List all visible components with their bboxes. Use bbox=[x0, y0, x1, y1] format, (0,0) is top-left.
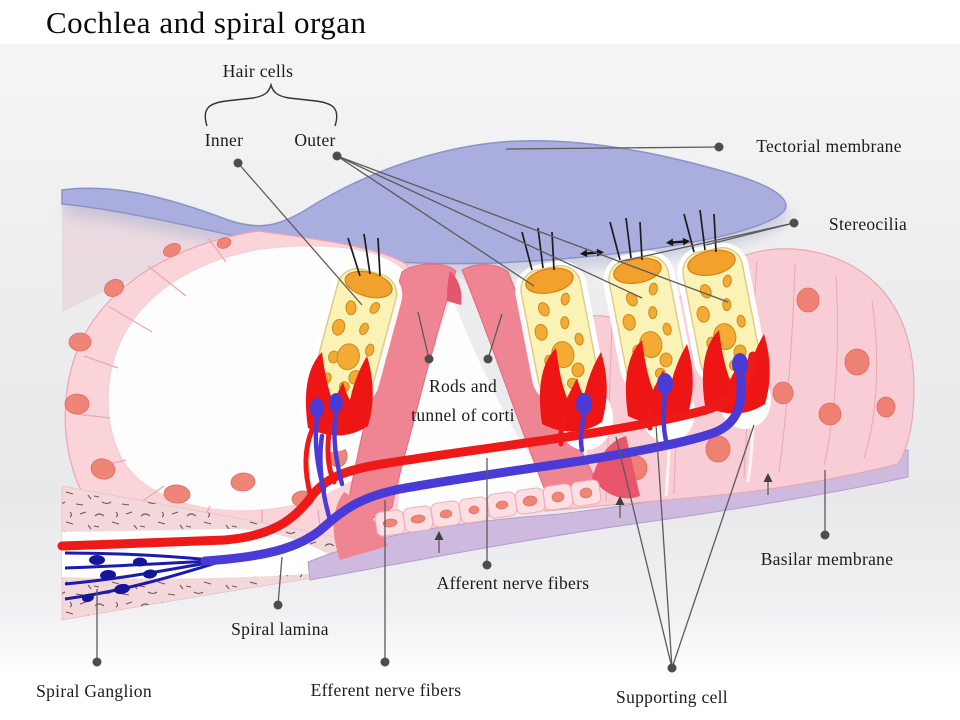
leader-spiral-lamina bbox=[277, 556, 283, 606]
label-rods-tunnel: Rods and tunnel of corti bbox=[411, 372, 515, 430]
label-spiral-ganglion: Spiral Ganglion bbox=[36, 681, 152, 701]
leader-rod-left bbox=[417, 311, 430, 360]
leader-outer-1 bbox=[336, 155, 535, 287]
spiral-ganglion-cells bbox=[64, 551, 217, 603]
arrow-heads bbox=[434, 473, 773, 540]
label-afferent-nerve-fibers: Afferent nerve fibers bbox=[436, 573, 590, 593]
label-inner: Inner bbox=[204, 130, 244, 150]
leader-outer-2 bbox=[336, 155, 643, 299]
leader-supporting-1 bbox=[615, 436, 673, 669]
leader-dots bbox=[92, 142, 830, 673]
leader-outer-3 bbox=[336, 155, 729, 303]
leader-inner bbox=[237, 162, 363, 306]
label-hair-cells: Hair cells bbox=[222, 61, 294, 81]
label-outer: Outer bbox=[294, 130, 336, 150]
label-spiral-lamina: Spiral lamina bbox=[231, 619, 329, 639]
leader-lines bbox=[96, 82, 826, 669]
afferent-fiber-red bbox=[57, 351, 758, 551]
hair-cells-brace bbox=[204, 82, 338, 127]
leader-rod-right bbox=[487, 313, 503, 360]
page-title: Cochlea and spiral organ bbox=[46, 5, 367, 40]
label-rods-tunnel-line1: Rods and bbox=[428, 376, 498, 396]
stereocilia-tufts bbox=[347, 209, 717, 277]
boettcher-cell-row bbox=[374, 479, 602, 537]
leader-supporting-3 bbox=[671, 424, 755, 669]
blue-nerve-endings bbox=[310, 353, 748, 493]
label-efferent-nerve-fibers: Efferent nerve fibers bbox=[310, 680, 462, 700]
label-basilar-membrane: Basilar membrane bbox=[760, 549, 894, 569]
efferent-fiber-blue bbox=[200, 371, 746, 566]
leader-stereocilia-2 bbox=[617, 222, 795, 263]
leader-tectorial bbox=[505, 146, 720, 150]
label-stereocilia: Stereocilia bbox=[828, 214, 908, 234]
shear-arrow-icon bbox=[580, 237, 690, 258]
label-tectorial-membrane: Tectorial membrane bbox=[756, 136, 902, 156]
basilar-membrane-shape bbox=[307, 449, 909, 581]
leader-supporting-2 bbox=[655, 424, 673, 669]
label-supporting-cell: Supporting cell bbox=[616, 687, 728, 707]
label-rods-tunnel-line2: tunnel of corti bbox=[411, 405, 515, 425]
